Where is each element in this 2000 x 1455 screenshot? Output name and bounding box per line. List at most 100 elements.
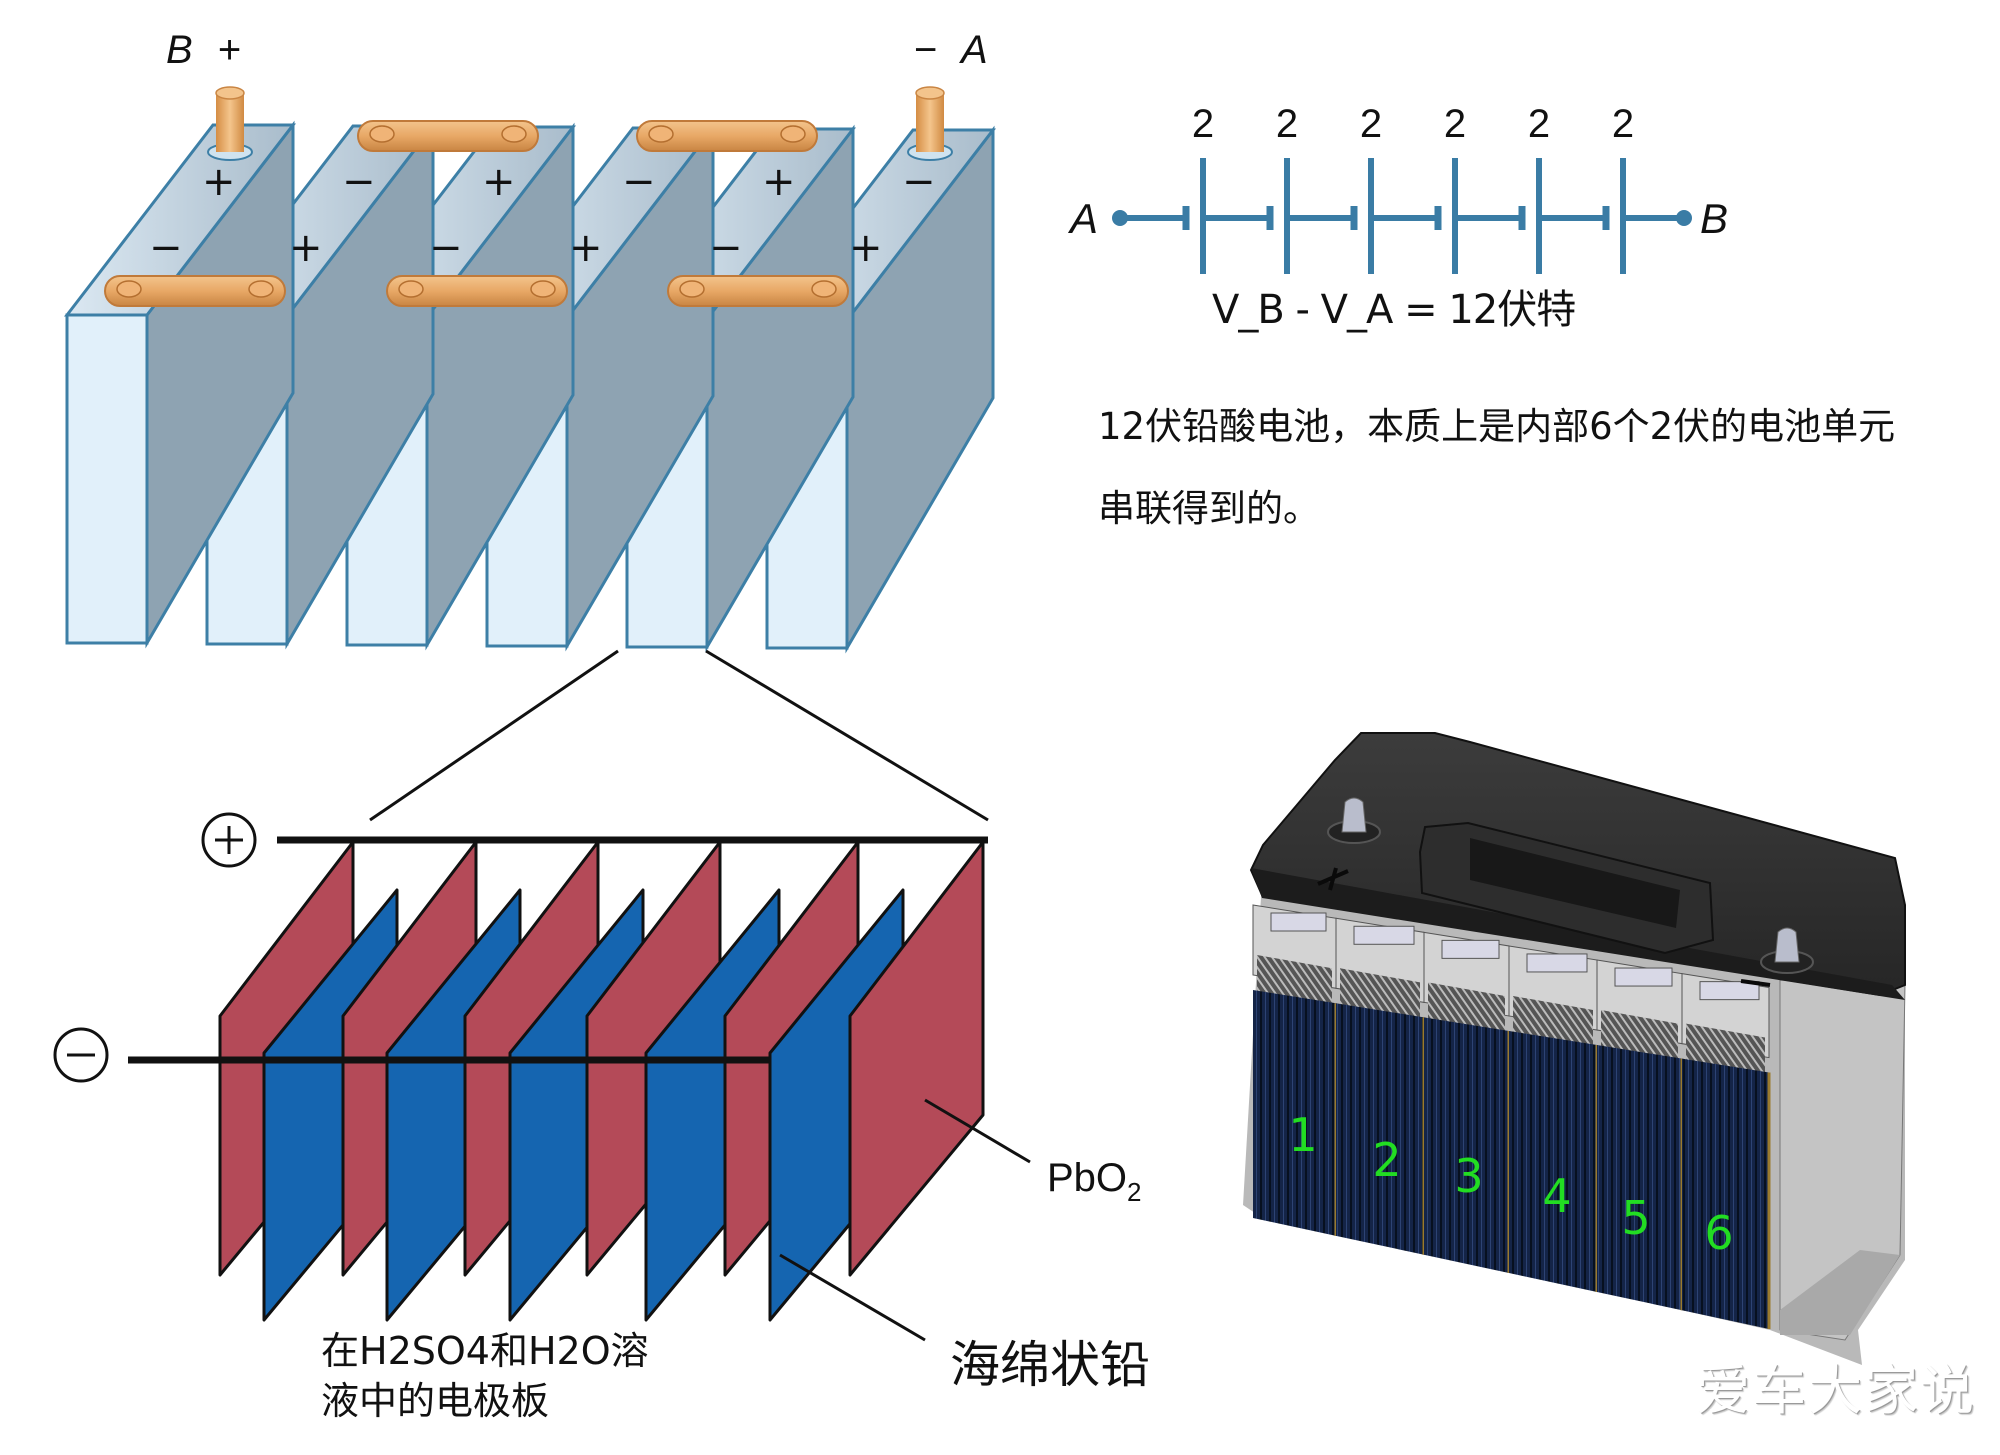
pbo2-label: PbO2	[1047, 1158, 1142, 1205]
cell-6-top-sign: −	[902, 159, 936, 205]
post-top	[215, 86, 245, 100]
pbo2-formula: PbO	[1047, 1156, 1128, 1200]
cell-3-top-sign: +	[482, 159, 516, 205]
cell-3-bottom-sign: −	[429, 225, 463, 271]
screw-icon	[501, 125, 527, 143]
cell-plate-stack	[1424, 1017, 1509, 1274]
terminal-b-label: B +	[166, 30, 241, 70]
cell-voltage-label: 2	[1611, 102, 1635, 146]
cell-4-bottom-sign: +	[569, 225, 603, 271]
strap-body	[636, 120, 818, 152]
cell-voltage-label: 2	[1527, 102, 1551, 146]
copper-connector-strap	[386, 275, 568, 307]
sponge-lead-label: 海绵状铅	[950, 1336, 1150, 1394]
screw-icon	[248, 280, 274, 298]
battery-cutaway-photo	[1243, 732, 1906, 1365]
screw-icon	[679, 280, 705, 298]
node-b-letter: B	[166, 28, 193, 72]
cell-number-4: 4	[1542, 1169, 1572, 1223]
battery-cell	[63, 120, 297, 649]
strap-body	[357, 120, 539, 152]
cell-front-face	[65, 313, 149, 645]
screw-icon	[398, 280, 424, 298]
plus-marking-icon	[1317, 867, 1349, 891]
cell-strap	[1614, 967, 1673, 987]
cell-voltage-label: 2	[1443, 102, 1467, 146]
watermark: 爱车大家说	[1696, 1359, 1976, 1422]
post-body	[916, 92, 944, 152]
terminal-cone	[1341, 797, 1367, 833]
strap-body	[667, 275, 849, 307]
cell-voltage-label: 2	[1275, 102, 1299, 146]
electrolyte-label: 在H2SO4和H2O溶 液中的电极板	[321, 1326, 649, 1426]
circuit-schematic	[1112, 158, 1692, 274]
terminal-a-label: − A	[914, 30, 988, 70]
cell-1-top-sign: +	[202, 159, 236, 205]
screw-icon	[116, 280, 142, 298]
cell-2-top-sign: −	[342, 159, 376, 205]
positive-plate-pbo2	[848, 840, 985, 1277]
zoom-line-left	[369, 649, 619, 822]
cell-strap	[1270, 912, 1327, 932]
cell-plate-stack	[1336, 1003, 1424, 1255]
cell-number-3: 3	[1454, 1149, 1484, 1203]
cell-6-bottom-sign: +	[849, 225, 883, 271]
cell-number-5: 5	[1621, 1191, 1651, 1245]
cell-5-top-sign: +	[762, 159, 796, 205]
cell-5-bottom-sign: −	[709, 225, 743, 271]
cell-strap	[1526, 953, 1588, 973]
cell-plate-stack	[1509, 1030, 1597, 1292]
lid-handle-recess	[1470, 838, 1680, 928]
cell-number-1: 1	[1288, 1108, 1318, 1162]
post-body	[216, 92, 244, 152]
terminal-a-sign: −	[914, 28, 938, 72]
copper-connector-strap	[636, 120, 818, 152]
zoom-line-right	[705, 649, 989, 822]
electrolyte-label-line1: 在H2SO4和H2O溶	[321, 1329, 649, 1373]
copper-connector-strap	[104, 275, 286, 307]
post-top	[915, 86, 945, 100]
circuit-node-a: A	[1070, 195, 1099, 242]
cell-plate-stack	[1253, 990, 1336, 1236]
cell-1-bottom-sign: −	[149, 225, 183, 271]
pbo2-pointer-line	[924, 1098, 1031, 1164]
negative-terminal-post	[1760, 927, 1814, 974]
minus-marking-icon	[1740, 979, 1771, 987]
screw-icon	[369, 125, 395, 143]
cell-4-top-sign: −	[622, 159, 656, 205]
voltage-equation: V_B - V_A = 12伏特	[1212, 287, 1576, 333]
cell-number-6: 6	[1704, 1206, 1734, 1260]
cell-strap	[1441, 939, 1500, 959]
copper-connector-strap	[357, 120, 539, 152]
positive-terminal-post	[1327, 797, 1381, 844]
copper-connector-strap	[667, 275, 849, 307]
electrolyte-label-line2: 液中的电极板	[321, 1379, 550, 1423]
cell-strap	[1699, 981, 1760, 1001]
cell-plate-stack	[1597, 1045, 1682, 1311]
terminal-cone	[1774, 927, 1800, 963]
screw-icon	[530, 280, 556, 298]
strap-body	[104, 275, 286, 307]
lid-front-edge	[1251, 868, 1905, 1000]
electrode-plates-illustration	[53, 812, 1031, 1342]
positive-terminal-post	[207, 86, 253, 161]
cell-plate-stack	[1682, 1058, 1769, 1329]
strap-body	[386, 275, 568, 307]
node-b-dot	[1676, 210, 1692, 226]
circuit-node-b: B	[1700, 195, 1729, 242]
screw-icon	[811, 280, 837, 298]
screw-icon	[648, 125, 674, 143]
cell-number-2: 2	[1372, 1133, 1402, 1187]
cell-2-bottom-sign: +	[289, 225, 323, 271]
description-text: 12伏铅酸电池，本质上是内部6个2伏的电池单元串联得到的。	[1098, 405, 1896, 530]
node-a-letter: A	[961, 28, 988, 72]
zoom-callout-lines	[369, 649, 989, 822]
cell-voltage-label: 2	[1359, 102, 1383, 146]
negative-terminal-post	[907, 86, 953, 161]
terminal-b-sign: +	[217, 28, 242, 72]
pbo2-subscript: 2	[1127, 1177, 1142, 1207]
sponge-lead-pointer-line	[779, 1253, 926, 1342]
screw-icon	[780, 125, 806, 143]
cell-voltage-label: 2	[1191, 102, 1215, 146]
